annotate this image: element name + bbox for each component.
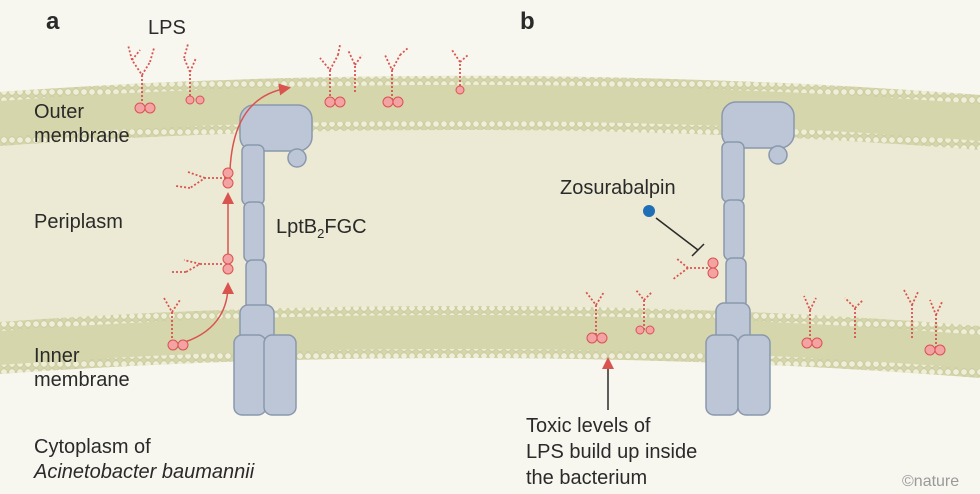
transporter-a bbox=[233, 104, 313, 416]
lps-molecules bbox=[127, 43, 943, 348]
zosurabalpin-molecule bbox=[643, 205, 655, 217]
credit-text: ©nature bbox=[902, 473, 960, 490]
label-transporter-rest: FGC bbox=[324, 216, 367, 238]
label-toxic-1: Toxic levels of bbox=[526, 415, 651, 437]
label-transporter-sub: 2 bbox=[317, 226, 325, 241]
label-cytoplasm-1: Cytoplasm of bbox=[34, 436, 151, 458]
label-periplasm: Periplasm bbox=[34, 211, 123, 233]
label-transporter-main: LptB bbox=[276, 216, 318, 238]
label-outer-membrane-2: membrane bbox=[34, 125, 130, 147]
inhibition-line bbox=[655, 217, 705, 257]
lps-lipid-heads bbox=[134, 85, 946, 356]
label-toxic-2: LPS build up inside bbox=[526, 441, 698, 463]
label-cytoplasm-2: Acinetobacter baumannii bbox=[34, 461, 255, 483]
transport-path-arrows bbox=[184, 83, 291, 343]
label-inner-membrane-1: Inner bbox=[34, 345, 80, 367]
label-zosurabalpin: Zosurabalpin bbox=[560, 177, 676, 199]
inner-membrane bbox=[0, 305, 980, 378]
label-lps: LPS bbox=[148, 17, 186, 39]
label-inner-membrane-2: membrane bbox=[34, 369, 130, 391]
transporter-b bbox=[705, 101, 795, 416]
label-outer-membrane-1: Outer bbox=[34, 101, 85, 123]
label-toxic-3: the bacterium bbox=[526, 467, 648, 489]
label-transporter: LptB2FGC bbox=[276, 215, 367, 246]
panel-label-b: b bbox=[520, 8, 535, 35]
panel-label-a: a bbox=[46, 8, 60, 35]
